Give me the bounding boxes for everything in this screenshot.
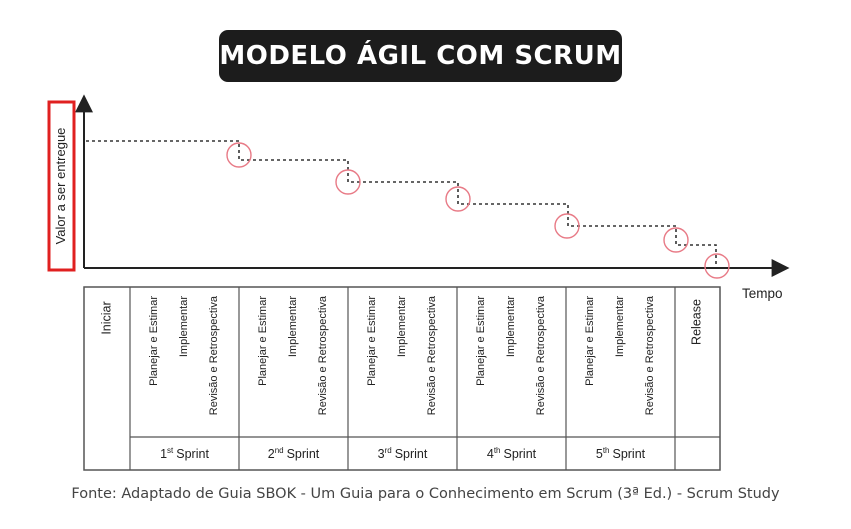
release-phase-label: Release (689, 299, 703, 345)
title-banner: MODELO ÁGIL COM SCRUM (219, 30, 622, 82)
y-axis-label-highlight (47, 100, 76, 272)
sprint-number-1: 1 (160, 447, 167, 461)
sprint-ordinal-3: rd (385, 446, 392, 455)
sprint-number-5: 5 (596, 447, 603, 461)
sprint-1-activity-3: Revisão e Retrospectiva (208, 295, 220, 415)
sprint-5-activity-2: Implementar (614, 296, 626, 357)
x-axis-label: Tempo (742, 286, 783, 301)
sprint-2-activity-3: Revisão e Retrospectiva (317, 295, 329, 415)
sprint-word-5: Sprint (612, 447, 645, 461)
start-phase-label: Iniciar (99, 301, 113, 334)
sprint-number-3: 3 (378, 447, 385, 461)
sprint-word-1: Sprint (176, 447, 209, 461)
sprint-2-activity-1: Planejar e Estimar (257, 296, 269, 386)
sprint-word-2: Sprint (287, 447, 320, 461)
value-staircase-line (86, 140, 717, 265)
delivery-marker-1 (226, 142, 252, 168)
sprint-1-activity-1: Planejar e Estimar (148, 296, 160, 386)
delivery-marker-4 (554, 213, 580, 239)
sprint-number-2: 2 (268, 447, 275, 461)
sprint-4-activity-3: Revisão e Retrospectiva (535, 295, 547, 415)
diagram-title: MODELO ÁGIL COM SCRUM (219, 41, 622, 71)
sprint-5-activity-3: Revisão e Retrospectiva (644, 295, 656, 415)
scrum-diagram: Valor a ser entregue Tempo Iniciar Relea… (47, 94, 790, 471)
delivery-marker-5 (663, 227, 689, 253)
sprint-cells: Planejar e Estimar Implementar Revisão e R… (148, 295, 656, 461)
delivery-marker-2 (335, 169, 361, 195)
sprint-3-activity-3: Revisão e Retrospectiva (426, 295, 438, 415)
sprint-word-4: Sprint (503, 447, 536, 461)
delivery-marker-3 (445, 186, 471, 212)
sprint-3-activity-2: Implementar (396, 296, 408, 357)
sprint-4-activity-1: Planejar e Estimar (475, 296, 487, 386)
sprint-ordinal-2: nd (275, 446, 284, 455)
y-axis-label: Valor a ser entregue (53, 128, 68, 245)
source-caption: Fonte: Adaptado de Guia SBOK - Um Guia p… (71, 486, 780, 502)
sprint-2-activity-2: Implementar (287, 296, 299, 357)
sprint-5-activity-1: Planejar e Estimar (584, 296, 596, 386)
sprint-ordinal-5: th (603, 446, 610, 455)
phase-table (83, 286, 721, 471)
delivery-marker-6 (704, 253, 730, 279)
sprint-1-activity-2: Implementar (178, 296, 190, 357)
sprint-4-activity-2: Implementar (505, 296, 517, 357)
sprint-ordinal-4: th (494, 446, 501, 455)
sprint-number-4: 4 (487, 447, 494, 461)
sprint-3-activity-1: Planejar e Estimar (366, 296, 378, 386)
sprint-ordinal-1: st (167, 446, 174, 455)
sprint-word-3: Sprint (395, 447, 428, 461)
